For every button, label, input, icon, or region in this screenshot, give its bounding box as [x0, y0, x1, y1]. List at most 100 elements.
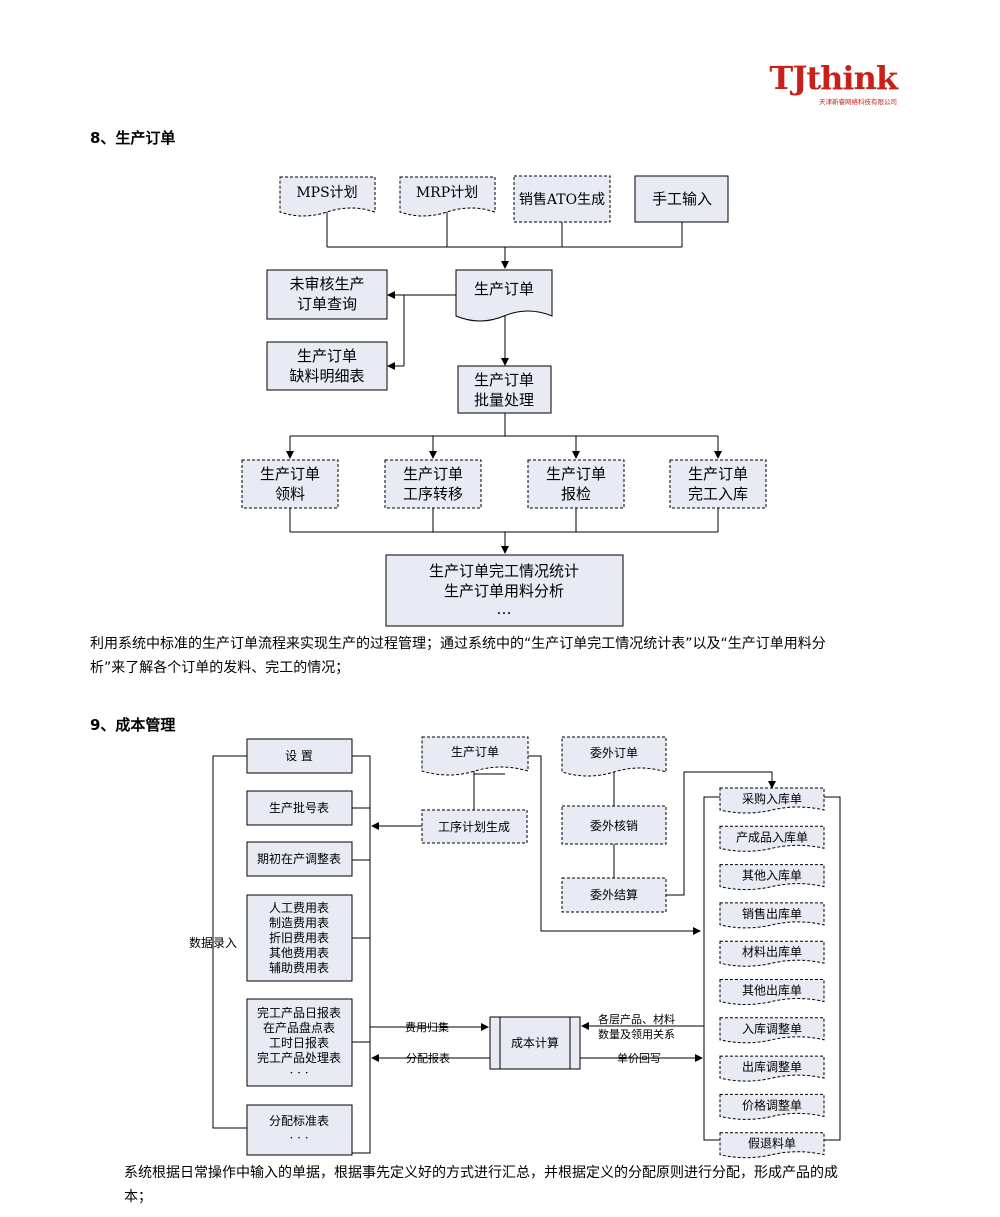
section9-para-line2: 本； — [124, 1189, 152, 1205]
batch-processing-node: 生产订单 批量处理 — [457, 365, 552, 414]
setup-label: 设 置 — [285, 749, 313, 763]
cost-management-diagram: 设 置 生产批号表 期初在产调整表 人工费用表 制造费用表 折旧费用表 其他费用… — [189, 736, 841, 1159]
allocation-standard-box: 分配标准表 · · · — [246, 1104, 353, 1156]
logo-company: 天津新睿网络科技有限公司 — [819, 98, 897, 106]
section8-para-line1: 利用系统中标准的生产订单流程来实现生产的过程管理；通过系统中的“生产订单完工情况… — [90, 636, 826, 652]
alloc-report-label: 分配报表 — [406, 1051, 450, 1065]
right-doc-item: 材料出库单 — [719, 940, 825, 967]
process-plan-label: 工序计划生成 — [438, 819, 510, 834]
production-order-node: 生产订单 — [455, 269, 553, 322]
stats-line3: … — [497, 600, 512, 618]
right-doc-item: 产成品入库单 — [719, 825, 825, 852]
process-plan-node: 工序计划生成 — [421, 809, 528, 844]
cost-order-label: 生产订单 — [451, 745, 499, 759]
outsource-verify-label: 委外核销 — [590, 819, 638, 833]
expense-line: 辅助费用表 — [269, 961, 329, 975]
expense-line: 折旧费用表 — [269, 930, 329, 945]
right-doc-label: 出库调整单 — [742, 1059, 802, 1074]
price-writeback-label: 单价回写 — [617, 1052, 661, 1065]
shortage-line1: 生产订单 — [297, 347, 357, 365]
unreviewed-line1: 未审核生产 — [289, 275, 364, 293]
completion-stats-node: 生产订单完工情况统计 生产订单用料分析 … — [385, 554, 624, 627]
op-process-transfer-node: 生产订单 工序转移 — [384, 459, 482, 509]
right-doc-label: 采购入库单 — [742, 791, 802, 806]
logo-brand: TJthink — [769, 59, 898, 97]
op-completion-storage-node: 生产订单 完工入库 — [669, 459, 767, 509]
op4-line1: 生产订单 — [688, 465, 748, 483]
right-doc-item: 其他入库单 — [719, 864, 825, 891]
batch-number-box: 生产批号表 — [246, 790, 353, 826]
op3-line1: 生产订单 — [546, 465, 606, 483]
right-doc-item: 其他出库单 — [719, 979, 825, 1005]
mps-label: MPS计划 — [296, 185, 357, 201]
data-entry-label: 数据录入 — [189, 935, 237, 950]
right-doc-label: 入库调整单 — [742, 1021, 802, 1036]
outsource-order-label: 委外订单 — [590, 746, 638, 760]
expense-collect-label: 费用归集 — [405, 1020, 449, 1034]
op2-line2: 工序转移 — [403, 485, 463, 503]
stats-line2: 生产订单用料分析 — [444, 582, 564, 600]
unreviewed-order-query-node: 未审核生产 订单查询 — [266, 269, 388, 320]
op-material-issue-node: 生产订单 领料 — [241, 459, 339, 509]
cost-calculation-node: 成本计算 — [489, 1016, 581, 1070]
right-doc-item: 价格调整单 — [719, 1093, 825, 1120]
alloc-line: · · · — [289, 1131, 308, 1145]
manual-input-node: 手工输入 — [634, 175, 729, 223]
report-line: 工时日报表 — [269, 1035, 329, 1050]
production-order-flowchart: MPS计划 MRP计划 销售ATO生成 手工输入 生产订单 未审核生产 订单查询… — [241, 175, 767, 627]
ato-label: 销售ATO生成 — [519, 192, 605, 208]
right-doc-item: 采购入库单 — [719, 787, 825, 814]
outsource-verify-node: 委外核销 — [561, 805, 667, 845]
op3-line2: 报检 — [561, 485, 591, 503]
order-label: 生产订单 — [474, 280, 534, 298]
right-doc-label: 销售出库单 — [742, 906, 802, 921]
report-line: 在产品盘点表 — [263, 1020, 335, 1035]
wip-adjust-box: 期初在产调整表 — [246, 841, 353, 877]
section9-para-line1: 系统根据日常操作中输入的单据，根据事先定义好的方式进行汇总，并根据定义的分配原则… — [124, 1165, 838, 1181]
op2-line1: 生产订单 — [403, 465, 463, 483]
right-documents-column: 采购入库单产成品入库单其他入库单销售出库单材料出库单其他出库单入库调整单出库调整… — [719, 787, 825, 1159]
manual-label: 手工输入 — [652, 190, 712, 208]
expense-line: 其他费用表 — [269, 946, 329, 960]
expense-line: 制造费用表 — [269, 916, 329, 930]
section8-para-line2: 析”来了解各个订单的发料、完工的情况； — [90, 660, 350, 676]
batch-line1: 生产订单 — [474, 371, 534, 389]
right-doc-label: 假退料单 — [748, 1137, 796, 1151]
report-line: 完工产品处理表 — [257, 1050, 341, 1065]
batch-line2: 批量处理 — [474, 391, 534, 409]
report-line: 完工产品日报表 — [257, 1005, 341, 1020]
setup-box: 设 置 — [246, 738, 353, 774]
report-line: · · · — [289, 1066, 308, 1080]
right-doc-item: 假退料单 — [719, 1132, 825, 1159]
outsource-settle-node: 委外结算 — [561, 877, 667, 913]
right-doc-item: 出库调整单 — [719, 1055, 825, 1082]
section8-heading: 8、生产订单 — [90, 129, 176, 147]
right-doc-item: 入库调整单 — [719, 1017, 825, 1044]
outsource-settle-label: 委外结算 — [590, 887, 638, 902]
cost-production-order-node: 生产订单 — [421, 736, 529, 776]
right-doc-label: 其他入库单 — [742, 868, 802, 883]
mrp-plan-node: MRP计划 — [399, 176, 496, 217]
expenses-box: 人工费用表 制造费用表 折旧费用表 其他费用表 辅助费用表 — [246, 894, 353, 982]
shortage-detail-node: 生产订单 缺料明细表 — [266, 341, 388, 391]
cost-calc-label: 成本计算 — [511, 1035, 559, 1050]
relation-line1: 各层产品、材料 — [598, 1012, 675, 1026]
stats-line1: 生产订单完工情况统计 — [429, 562, 579, 580]
op1-line1: 生产订单 — [260, 465, 320, 483]
unreviewed-line2: 订单查询 — [297, 295, 357, 313]
section9-heading: 9、成本管理 — [90, 716, 176, 734]
right-doc-label: 其他出库单 — [742, 983, 802, 998]
batch-number-label: 生产批号表 — [269, 800, 329, 815]
mps-plan-node: MPS计划 — [279, 176, 376, 217]
mrp-label: MRP计划 — [416, 185, 478, 201]
shortage-line2: 缺料明细表 — [289, 367, 364, 385]
relation-line2: 数量及领用关系 — [598, 1027, 675, 1041]
right-doc-label: 价格调整单 — [742, 1097, 802, 1112]
company-logo: TJthink 天津新睿网络科技有限公司 — [745, 60, 905, 108]
op4-line2: 完工入库 — [688, 485, 748, 503]
right-doc-label: 产成品入库单 — [736, 829, 808, 844]
reports-box: 完工产品日报表 在产品盘点表 工时日报表 完工产品处理表 · · · — [246, 998, 353, 1087]
alloc-line: 分配标准表 — [269, 1114, 329, 1128]
expense-line: 人工费用表 — [269, 901, 329, 915]
wip-adjust-label: 期初在产调整表 — [257, 851, 341, 866]
